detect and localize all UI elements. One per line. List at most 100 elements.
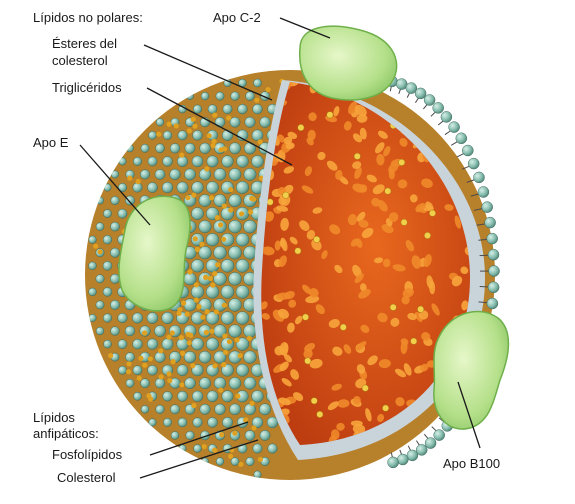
phospholipid-head (244, 377, 256, 389)
cholesterol-bead (207, 133, 212, 138)
phospholipid-head (103, 209, 111, 217)
phospholipid-head (179, 445, 186, 452)
phospholipid-head (489, 266, 500, 277)
phospholipid-head (221, 285, 234, 298)
cholesterol-bead (222, 204, 227, 209)
core-cholesterol-bead (317, 411, 323, 417)
phospholipid-head (186, 431, 195, 440)
cholesterol-bead (142, 363, 147, 368)
cholesterol-bead (185, 312, 190, 317)
phospholipid-head (133, 339, 143, 349)
phospholipid-head (207, 156, 218, 167)
cholesterol-bead (227, 339, 232, 344)
phospholipid-head (260, 117, 271, 128)
core-lipid-droplet (464, 85, 479, 98)
cholesterol-bead (179, 335, 184, 340)
cholesterol-bead (219, 432, 224, 437)
phospholipid-head (96, 301, 104, 309)
phospholipid-head (103, 314, 112, 323)
phospholipid-head (104, 184, 111, 191)
phospholipid-head (185, 378, 196, 389)
cholesterol-bead (167, 378, 172, 383)
phospholipid-head (118, 209, 127, 218)
cholesterol-bead (222, 303, 227, 308)
phospholipid-head (148, 365, 158, 375)
phospholipid-head (110, 248, 119, 257)
cholesterol-bead (191, 117, 196, 122)
phospholipid-head (186, 92, 193, 99)
cholesterol-bead (251, 425, 256, 430)
cholesterol-bead (174, 123, 179, 128)
phospholipid-head (433, 102, 444, 113)
phospholipid-head (228, 246, 241, 259)
phospholipid-head (229, 143, 240, 154)
phospholipid-head (199, 378, 210, 389)
phospholipid-head (192, 182, 204, 194)
phospholipid-head (268, 444, 278, 454)
label-cholesterol-esters-line1: Ésteres del (52, 36, 117, 51)
phospholipid-head (223, 104, 232, 113)
phospholipid-head (397, 454, 408, 465)
phospholipid-head (178, 131, 187, 140)
phospholipid-head (221, 312, 234, 325)
phospholipid-head (260, 430, 270, 440)
cholesterol-bead (228, 454, 233, 459)
core-cholesterol-bead (401, 219, 407, 225)
cholesterol-bead (166, 335, 171, 340)
phospholipid-head (252, 390, 264, 402)
phospholipid-head (253, 79, 261, 87)
cholesterol-bead (187, 269, 192, 274)
phospholipid-head (162, 338, 173, 349)
cholesterol-bead (239, 211, 244, 216)
cholesterol-bead (190, 363, 195, 368)
cholesterol-bead (126, 361, 131, 366)
phospholipid-head (231, 92, 240, 101)
phospholipid-head (449, 122, 460, 133)
phospholipid-head (110, 300, 119, 309)
phospholipid-head (96, 197, 103, 204)
phospholipid-head (236, 181, 249, 194)
phospholipid-head (199, 246, 212, 259)
phospholipid-head (208, 105, 217, 114)
phospholipid-head (103, 340, 111, 348)
phospholipid-head (441, 111, 452, 122)
phospholipid-head (207, 391, 218, 402)
phospholipid-head (133, 366, 142, 375)
core-cholesterol-bead (305, 358, 311, 364)
phospholipid-head (222, 417, 232, 427)
cholesterol-bead (170, 330, 175, 335)
phospholipid-head (194, 445, 202, 453)
cholesterol-bead (126, 369, 131, 374)
phospholipid-head (246, 457, 254, 465)
cholesterol-bead (194, 297, 199, 302)
core-cholesterol-bead (267, 199, 273, 205)
cholesterol-bead (209, 329, 214, 334)
cholesterol-bead (215, 262, 220, 267)
phospholipid-head (170, 405, 179, 414)
phospholipid-head (474, 172, 485, 183)
phospholipid-head (89, 288, 97, 296)
cholesterol-bead (199, 242, 204, 247)
phospholipid-head (243, 220, 256, 233)
cholesterol-bead (211, 139, 216, 144)
core-cholesterol-bead (302, 314, 308, 320)
cholesterol-bead (205, 309, 210, 314)
phospholipid-head (155, 352, 166, 363)
phospholipid-head (222, 130, 233, 141)
cholesterol-bead (98, 249, 103, 254)
phospholipid-head (125, 196, 134, 205)
phospholipid-head (119, 158, 126, 165)
phospholipid-head (229, 220, 242, 233)
cholesterol-bead (212, 271, 217, 276)
phospholipid-head (206, 233, 219, 246)
phospholipid-head (149, 419, 157, 427)
phospholipid-head (230, 117, 240, 127)
core-lipid-droplet (450, 428, 462, 440)
cholesterol-bead (148, 356, 153, 361)
phospholipid-head (238, 104, 248, 114)
phospholipid-head (147, 312, 158, 323)
cholesterol-bead (180, 351, 185, 356)
cholesterol-bead (187, 128, 192, 133)
phospholipid-head (154, 325, 165, 336)
phospholipid-head (170, 169, 181, 180)
